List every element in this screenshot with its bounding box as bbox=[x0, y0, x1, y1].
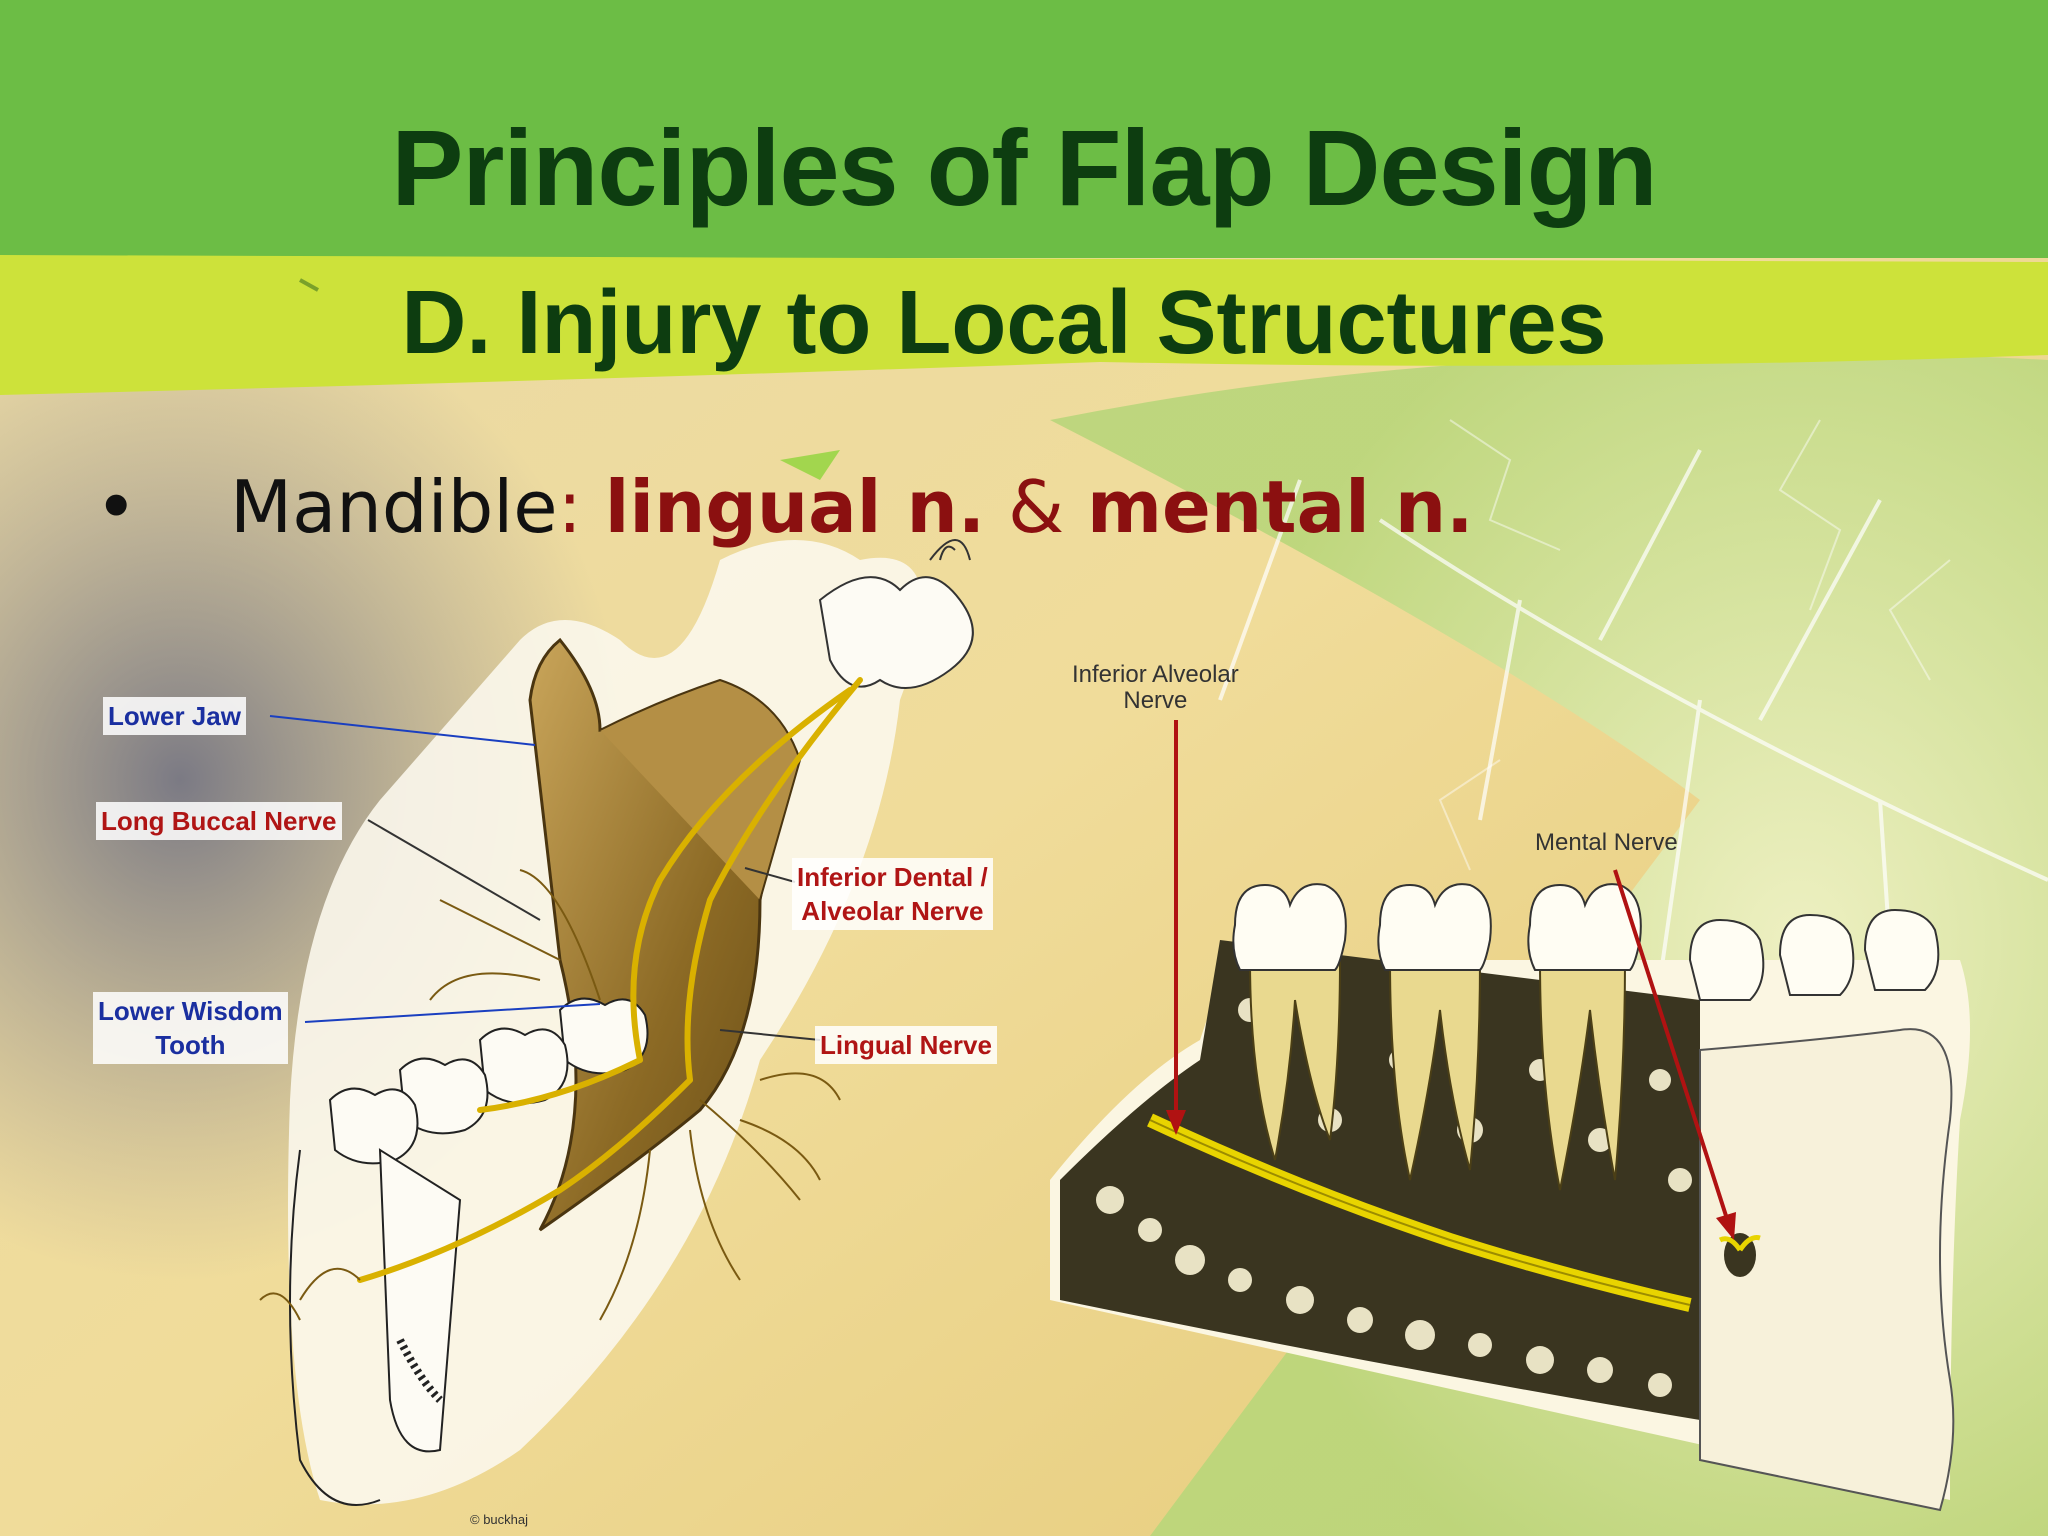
label-lingual-nerve: Lingual Nerve bbox=[815, 1026, 997, 1064]
label-ian-line1: Inferior Alveolar bbox=[1072, 661, 1239, 688]
label-mental-nerve: Mental Nerve bbox=[1535, 829, 1678, 856]
label-wisdom-line1: Lower Wisdom bbox=[98, 996, 283, 1026]
label-inferior-dental-line2: Alveolar Nerve bbox=[801, 896, 984, 926]
label-long-buccal-nerve: Long Buccal Nerve bbox=[96, 802, 342, 840]
label-inferior-dental-line1: Inferior Dental / bbox=[797, 862, 988, 892]
bullet-term-mental: mental n. bbox=[1087, 465, 1474, 549]
label-lower-wisdom-tooth: Lower Wisdom Tooth bbox=[93, 992, 288, 1064]
left-jaw-illustration bbox=[259, 539, 974, 1506]
slide-subtitle: D. Injury to Local Structures bbox=[401, 273, 1607, 373]
bullet-term-lingual: lingual n. bbox=[604, 465, 986, 549]
slide-title: Principles of Flap Design bbox=[391, 107, 1657, 228]
illustration-credit: © buckhaj bbox=[470, 1512, 528, 1527]
bullet-dot: • bbox=[95, 465, 138, 549]
label-inferior-alveolar-nerve: Inferior Alveolar Nerve bbox=[1072, 662, 1239, 714]
label-ian-line2: Nerve bbox=[1123, 687, 1188, 714]
label-wisdom-line2: Tooth bbox=[155, 1030, 226, 1060]
right-jaw-illustration bbox=[1050, 720, 1970, 1512]
label-lower-jaw: Lower Jaw bbox=[103, 697, 246, 735]
bullet-lead: Mandible bbox=[230, 465, 558, 549]
bullet-ampersand: & bbox=[985, 465, 1088, 549]
label-inferior-dental-alveolar-nerve: Inferior Dental / Alveolar Nerve bbox=[792, 858, 993, 930]
bullet-colon: : bbox=[557, 465, 605, 549]
bullet-item: • Mandible: lingual n. & mental n. bbox=[95, 465, 1474, 549]
